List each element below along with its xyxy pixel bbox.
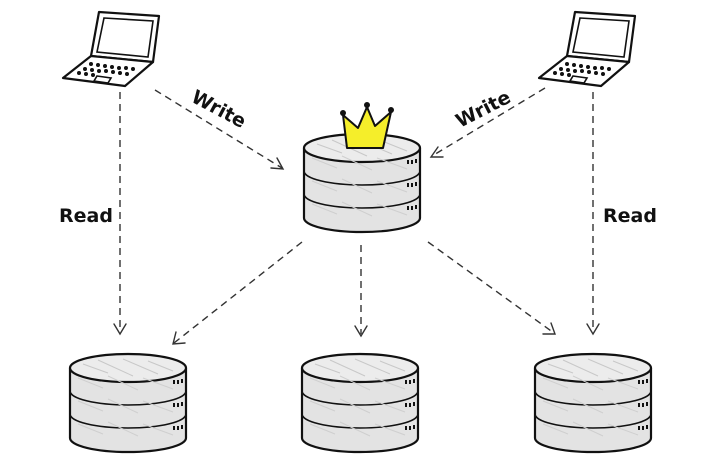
replica-database-center <box>300 352 420 454</box>
arrow-primary-to-replica-center <box>354 245 368 338</box>
database-icon <box>68 352 188 454</box>
arrow-primary-to-replica-left <box>172 241 303 345</box>
crown-icon <box>340 102 394 149</box>
arrow-left-read <box>113 92 127 336</box>
laptop-icon <box>537 10 637 88</box>
label-read-left: Read <box>59 205 113 227</box>
primary-database <box>302 102 422 234</box>
database-icon <box>300 352 420 454</box>
replica-database-left <box>68 352 188 454</box>
replica-database-right <box>533 352 653 454</box>
arrow-right-write <box>429 87 546 158</box>
arrow-right-read <box>586 92 600 336</box>
label-read-right: Read <box>603 205 657 227</box>
label-write-left: Write <box>188 86 250 133</box>
arrow-primary-to-replica-right <box>427 241 556 335</box>
laptop-icon <box>61 10 161 88</box>
arrow-left-write <box>154 89 285 170</box>
database-icon <box>533 352 653 454</box>
